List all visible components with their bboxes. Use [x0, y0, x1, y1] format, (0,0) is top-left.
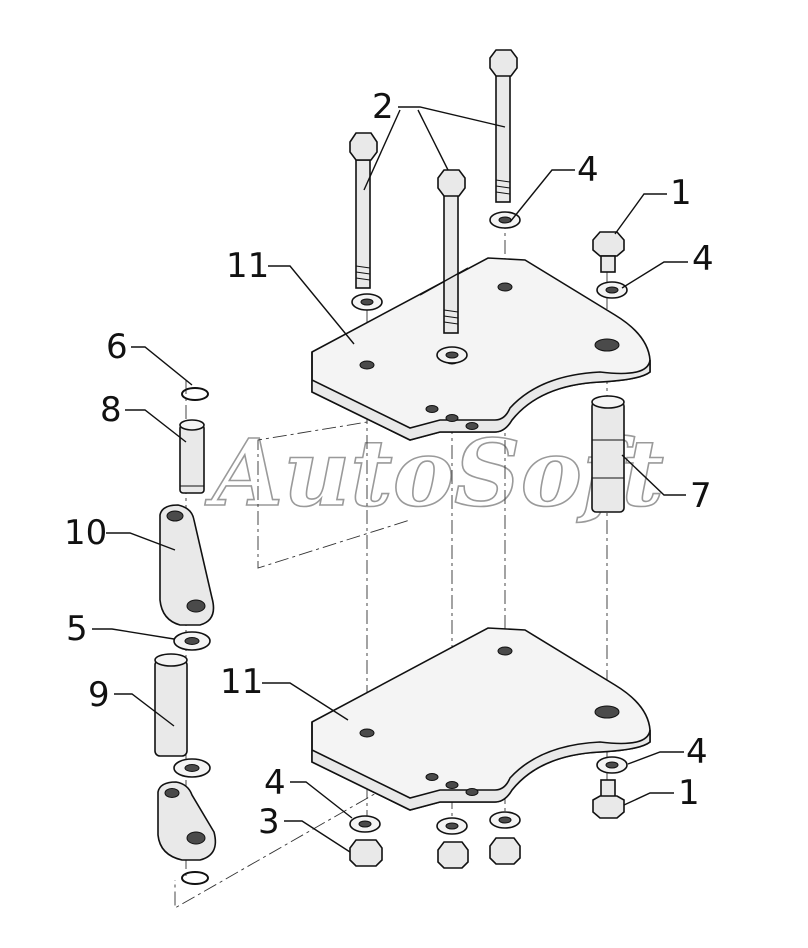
long-bolt — [349, 132, 378, 289]
lower-plate — [311, 627, 651, 811]
lower-bracket — [157, 781, 217, 861]
pin — [179, 419, 205, 494]
callout-6: 6 — [106, 327, 128, 367]
callout-3: 3 — [258, 802, 280, 842]
callout-labels: 2 4 1 4 11 6 8 7 10 5 11 9 4 4 1 3 — [64, 87, 714, 842]
callout-4-upper-bolt: 4 — [577, 150, 599, 190]
callout-11-lower: 11 — [220, 662, 263, 702]
callout-11-upper: 11 — [226, 246, 269, 286]
long-bolt — [489, 49, 518, 203]
upper-plate — [311, 257, 651, 441]
callout-4-upper-right: 4 — [692, 239, 714, 279]
callout-7: 7 — [690, 476, 712, 516]
callout-4-lower-right: 4 — [686, 732, 708, 772]
short-bolt — [592, 231, 625, 273]
callout-1-lower: 1 — [678, 773, 700, 813]
callout-8: 8 — [100, 390, 122, 430]
sleeve — [154, 653, 188, 757]
callout-9: 9 — [88, 675, 110, 715]
washers — [173, 211, 628, 835]
callout-1-upper: 1 — [670, 173, 692, 213]
callout-5: 5 — [66, 609, 88, 649]
short-bolt — [592, 779, 625, 819]
long-bolt — [437, 169, 466, 334]
callout-2: 2 — [372, 87, 394, 127]
axle-bushing — [591, 395, 625, 513]
retaining-ring — [181, 387, 209, 885]
callout-4-lower-left: 4 — [264, 763, 286, 803]
lever-arm — [159, 504, 215, 626]
callout-10: 10 — [64, 513, 107, 553]
leader-lines — [92, 106, 688, 853]
hex-nuts — [349, 837, 521, 869]
